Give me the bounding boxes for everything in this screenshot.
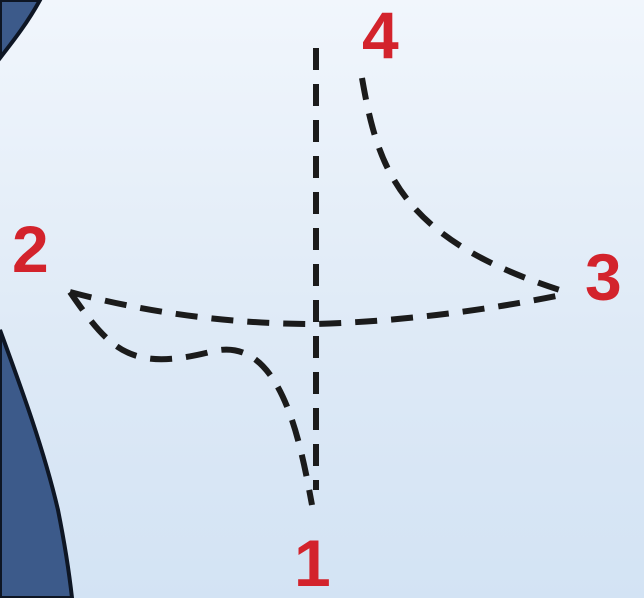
dashed-curve-4-to-3 <box>362 78 566 292</box>
label-4: 4 <box>362 2 399 68</box>
label-1: 1 <box>294 530 331 596</box>
blue-shape-bottom <box>0 330 72 598</box>
dashed-curve-2-to-1 <box>70 292 312 505</box>
label-3: 3 <box>585 244 622 310</box>
blue-shape-top <box>0 0 40 58</box>
label-2: 2 <box>12 216 49 282</box>
